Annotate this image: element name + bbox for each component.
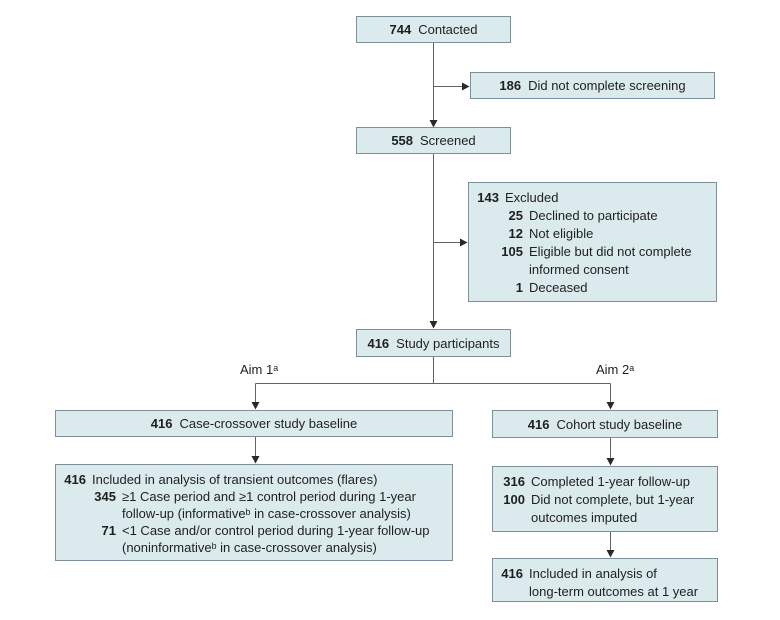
excluded-count: 143 (477, 190, 499, 205)
box-transient-outcomes: 416 Included in analysis of transient ou… (55, 464, 453, 561)
flares-count: 416 (64, 472, 86, 487)
noninformative-label: <1 Case and/or control period during 1-y… (122, 523, 430, 555)
screened-count: 558 (391, 133, 414, 148)
excluded-header-row: 143 Excluded (475, 189, 710, 207)
followup-item-imputed: 100 Did not complete, but 1-year outcome… (499, 491, 711, 527)
not-eligible-count: 12 (508, 226, 523, 241)
informative-count: 345 (94, 489, 116, 504)
box-one-year-follow-up: 316 Completed 1-year follow-up 100 Did n… (492, 466, 718, 532)
followup-item-completed: 316 Completed 1-year follow-up (499, 473, 711, 491)
imputed-label: Did not complete, but 1-year outcomes im… (531, 492, 695, 525)
flares-header-row: 416 Included in analysis of transient ou… (62, 471, 446, 488)
box-screened: 558 Screened (356, 127, 511, 154)
box-cohort-baseline: 416 Cohort study baseline (492, 410, 718, 438)
deceased-label: Deceased (529, 280, 588, 295)
longterm-label: Included in analysis of long-term outcom… (529, 566, 699, 599)
deceased-count: 1 (515, 280, 523, 295)
case-crossover-label: Case-crossover study baseline (179, 416, 358, 431)
excluded-item-no-consent: 105 Eligible but did not complete inform… (475, 243, 710, 279)
noninformative-count: 71 (101, 523, 116, 538)
case-crossover-count: 416 (150, 416, 173, 431)
informative-label: ≥1 Case period and ≥1 control period dur… (122, 489, 416, 521)
excluded-label: Excluded (505, 190, 559, 205)
contacted-label: Contacted (418, 22, 478, 37)
box-case-crossover-baseline: 416 Case-crossover study baseline (55, 410, 453, 437)
excluded-item-deceased: 1 Deceased (475, 279, 710, 297)
not-screened-count: 186 (499, 78, 522, 93)
completed-count: 316 (503, 474, 525, 489)
no-consent-label: Eligible but did not complete informed c… (529, 244, 692, 277)
excluded-item-declined: 25 Declined to participate (475, 207, 710, 225)
participants-label: Study participants (396, 335, 500, 351)
cohort-label: Cohort study baseline (556, 416, 683, 432)
branch-label-aim-2: Aim 2ᵃ (596, 362, 635, 377)
not-eligible-label: Not eligible (529, 226, 594, 241)
participants-count: 416 (367, 335, 390, 351)
box-contacted: 744 Contacted (356, 16, 511, 43)
declined-count: 25 (508, 208, 523, 223)
box-excluded: 143 Excluded 25 Declined to participate … (468, 182, 717, 302)
flares-item-noninformative: 71 <1 Case and/or control period during … (62, 522, 446, 556)
flares-item-informative: 345 ≥1 Case period and ≥1 control period… (62, 488, 446, 522)
imputed-count: 100 (503, 492, 525, 507)
branch-label-aim-1: Aim 1ᵃ (240, 362, 279, 377)
box-participants: 416 Study participants (356, 329, 511, 357)
box-long-term-outcomes: 416 Included in analysis of long-term ou… (492, 558, 718, 602)
not-screened-label: Did not complete screening (528, 78, 686, 93)
longterm-count: 416 (501, 566, 523, 581)
cohort-count: 416 (527, 416, 550, 432)
no-consent-count: 105 (501, 244, 523, 259)
contacted-count: 744 (389, 22, 412, 37)
excluded-item-not-eligible: 12 Not eligible (475, 225, 710, 243)
completed-label: Completed 1-year follow-up (531, 474, 690, 489)
screened-label: Screened (420, 133, 476, 148)
longterm-row: 416 Included in analysis of long-term ou… (499, 565, 711, 601)
flares-label: Included in analysis of transient outcom… (92, 472, 378, 487)
box-not-screened: 186 Did not complete screening (470, 72, 715, 99)
declined-label: Declined to participate (529, 208, 658, 223)
